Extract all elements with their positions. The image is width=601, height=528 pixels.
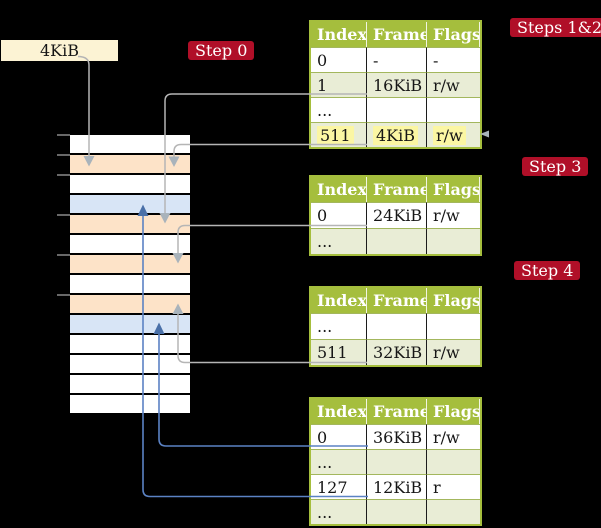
table-cell: ... [311, 313, 367, 339]
column-header: Frame [367, 399, 427, 424]
table-row: ... [311, 449, 480, 474]
table-cell: 24KiB [367, 202, 427, 228]
step3-badge: Step 3 [522, 157, 589, 176]
table-cell: 1 [311, 72, 367, 97]
table-cell: r/w [427, 202, 480, 228]
table-cell: - [427, 47, 480, 72]
table-cell [427, 228, 480, 254]
column-header: Index [311, 399, 367, 424]
memory-frame-row-white [70, 175, 190, 193]
column-header: Frame [367, 288, 427, 313]
table-cell [367, 228, 427, 254]
column-header: Frame [367, 177, 427, 202]
table-cell: r/w [427, 339, 480, 365]
memory-tick-marks [57, 134, 70, 296]
memory-frame-row-white [70, 275, 190, 293]
frame-size-label: 4KiB [1, 40, 118, 61]
table-cell [367, 313, 427, 339]
column-header: Index [311, 22, 367, 47]
column-header: Flags [427, 399, 480, 424]
column-header: Flags [427, 22, 480, 47]
physical-memory-column [70, 135, 190, 415]
table-cell: 4KiB [367, 122, 427, 147]
table-cell [427, 499, 480, 524]
memory-frame-row-peach [70, 255, 190, 273]
column-header: Flags [427, 177, 480, 202]
table-cell [427, 313, 480, 339]
table-cell: ... [311, 97, 367, 122]
table-cell: - [367, 47, 427, 72]
steps-1-2-badge: Steps 1&2 [510, 18, 601, 37]
table-cell: ... [311, 449, 367, 474]
table-cell: 16KiB [367, 72, 427, 97]
table-cell: r/w [427, 424, 480, 449]
memory-frame-row-white [70, 235, 190, 253]
table-row: ... [311, 97, 480, 122]
column-header: Index [311, 177, 367, 202]
table-cell: 0 [311, 424, 367, 449]
table-cell: 127 [311, 474, 367, 499]
table-cell [427, 97, 480, 122]
table-cell [427, 449, 480, 474]
highlighted-value: 4KiB [373, 125, 419, 145]
highlighted-value: 511 [317, 125, 354, 145]
memory-frame-row-peach [70, 215, 190, 233]
table-cell: r/w [427, 122, 480, 147]
column-header: Frame [367, 22, 427, 47]
table-row: ... [311, 313, 480, 339]
step4-badge: Step 4 [514, 261, 581, 280]
memory-frame-row-blue [70, 195, 190, 213]
highlighted-value: r/w [433, 125, 466, 145]
table-cell: ... [311, 228, 367, 254]
memory-frame-row-white [70, 395, 190, 413]
step0-badge: Step 0 [188, 41, 255, 60]
table-row: 0-- [311, 47, 480, 72]
memory-frame-row-white [70, 375, 190, 393]
table-cell: 32KiB [367, 339, 427, 365]
memory-frame-row-white [70, 355, 190, 373]
table-cell: 12KiB [367, 474, 427, 499]
memory-frame-row-white [70, 335, 190, 353]
table-cell: 36KiB [367, 424, 427, 449]
table-cell [367, 499, 427, 524]
table-cell: 511 [311, 339, 367, 365]
table-cell: 0 [311, 202, 367, 228]
column-header: Index [311, 288, 367, 313]
column-header: Flags [427, 288, 480, 313]
table-cell [367, 97, 427, 122]
memory-frame-row-peach [70, 155, 190, 173]
table-row: ... [311, 499, 480, 524]
memory-frame-row-blue [70, 315, 190, 333]
table-cell [367, 449, 427, 474]
table-row: ... [311, 228, 480, 254]
memory-frame-row-peach [70, 295, 190, 313]
table-cell: r [427, 474, 480, 499]
table-cell: r/w [427, 72, 480, 97]
table-cell: 0 [311, 47, 367, 72]
table-row: 511 4KiB r/w [311, 122, 480, 147]
table-cell: 511 [311, 122, 367, 147]
memory-frame-row-white [70, 135, 190, 153]
table-cell: ... [311, 499, 367, 524]
